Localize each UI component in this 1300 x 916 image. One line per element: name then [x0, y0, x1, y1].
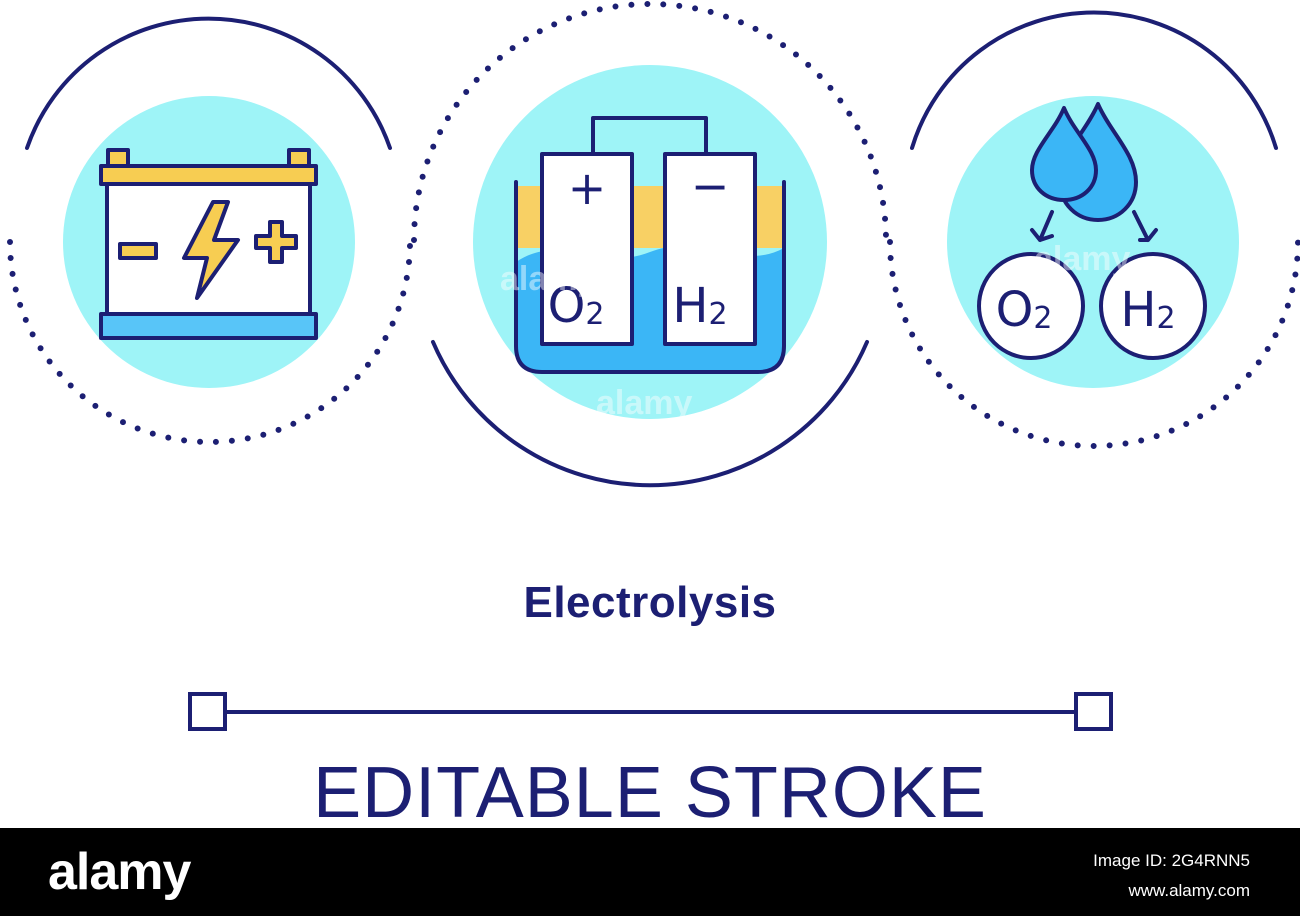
- oxygen-molecule: [977, 252, 1085, 360]
- footer-bar: alamy Image ID: 2G4RNN5 www.alamy.com: [0, 828, 1300, 916]
- middle-dotted-arc: [411, 1, 889, 243]
- arrow-left-icon: [1030, 210, 1054, 242]
- cell-wire: [591, 116, 708, 154]
- cell-panel: + − O2 H2: [411, 1, 889, 488]
- left-dotted-arc: [7, 239, 413, 445]
- stroke-handle-left: [188, 692, 227, 731]
- watermark: alamy: [1034, 240, 1130, 278]
- water-drops-icon: [1030, 102, 1138, 222]
- image-id-info: Image ID: 2G4RNN5 www.alamy.com: [1093, 846, 1250, 906]
- watermark: alamy: [500, 260, 596, 298]
- image-id: Image ID: 2G4RNN5: [1093, 851, 1250, 870]
- stroke-handle-right: [1074, 692, 1113, 731]
- cathode-sign: −: [691, 159, 730, 213]
- oxygen-product-label: O2: [996, 282, 1053, 338]
- cell-container: [514, 180, 786, 374]
- battery-minus-icon: [118, 242, 158, 260]
- battery-panel: [7, 16, 413, 445]
- car-battery-icon: [99, 148, 318, 340]
- arrow-right-icon: [1132, 210, 1158, 242]
- left-solid-arc: [25, 16, 392, 150]
- anode-sign: +: [568, 161, 607, 215]
- editable-stroke-demo: [188, 692, 1113, 731]
- oxygen-label: O2: [548, 278, 605, 334]
- lightning-icon: [182, 200, 240, 300]
- cathode-electrode: [663, 152, 757, 346]
- right-dotted-arc: [887, 239, 1300, 449]
- electrolysis-illustration: + − O2 H2: [7, 1, 1300, 731]
- hydrogen-label: H2: [672, 278, 727, 334]
- electrolysis-cell-icon: + − O2 H2: [514, 116, 786, 374]
- products-panel: O2 H2: [887, 10, 1300, 449]
- page-title: Electrolysis: [523, 578, 777, 627]
- brand-logo: alamy: [48, 843, 191, 901]
- split-arrows: [1030, 210, 1158, 242]
- right-solid-arc: [910, 10, 1278, 150]
- battery-plus-icon: [254, 220, 298, 264]
- hydrogen-product-label: H2: [1120, 282, 1175, 338]
- editable-stroke-label: EDITABLE STROKE: [313, 753, 987, 828]
- site-url: www.alamy.com: [1128, 881, 1250, 900]
- middle-solid-arc: [431, 340, 869, 488]
- watermark: alamy: [596, 384, 692, 422]
- anode-electrode: [540, 152, 634, 346]
- hydrogen-molecule: [1099, 252, 1207, 360]
